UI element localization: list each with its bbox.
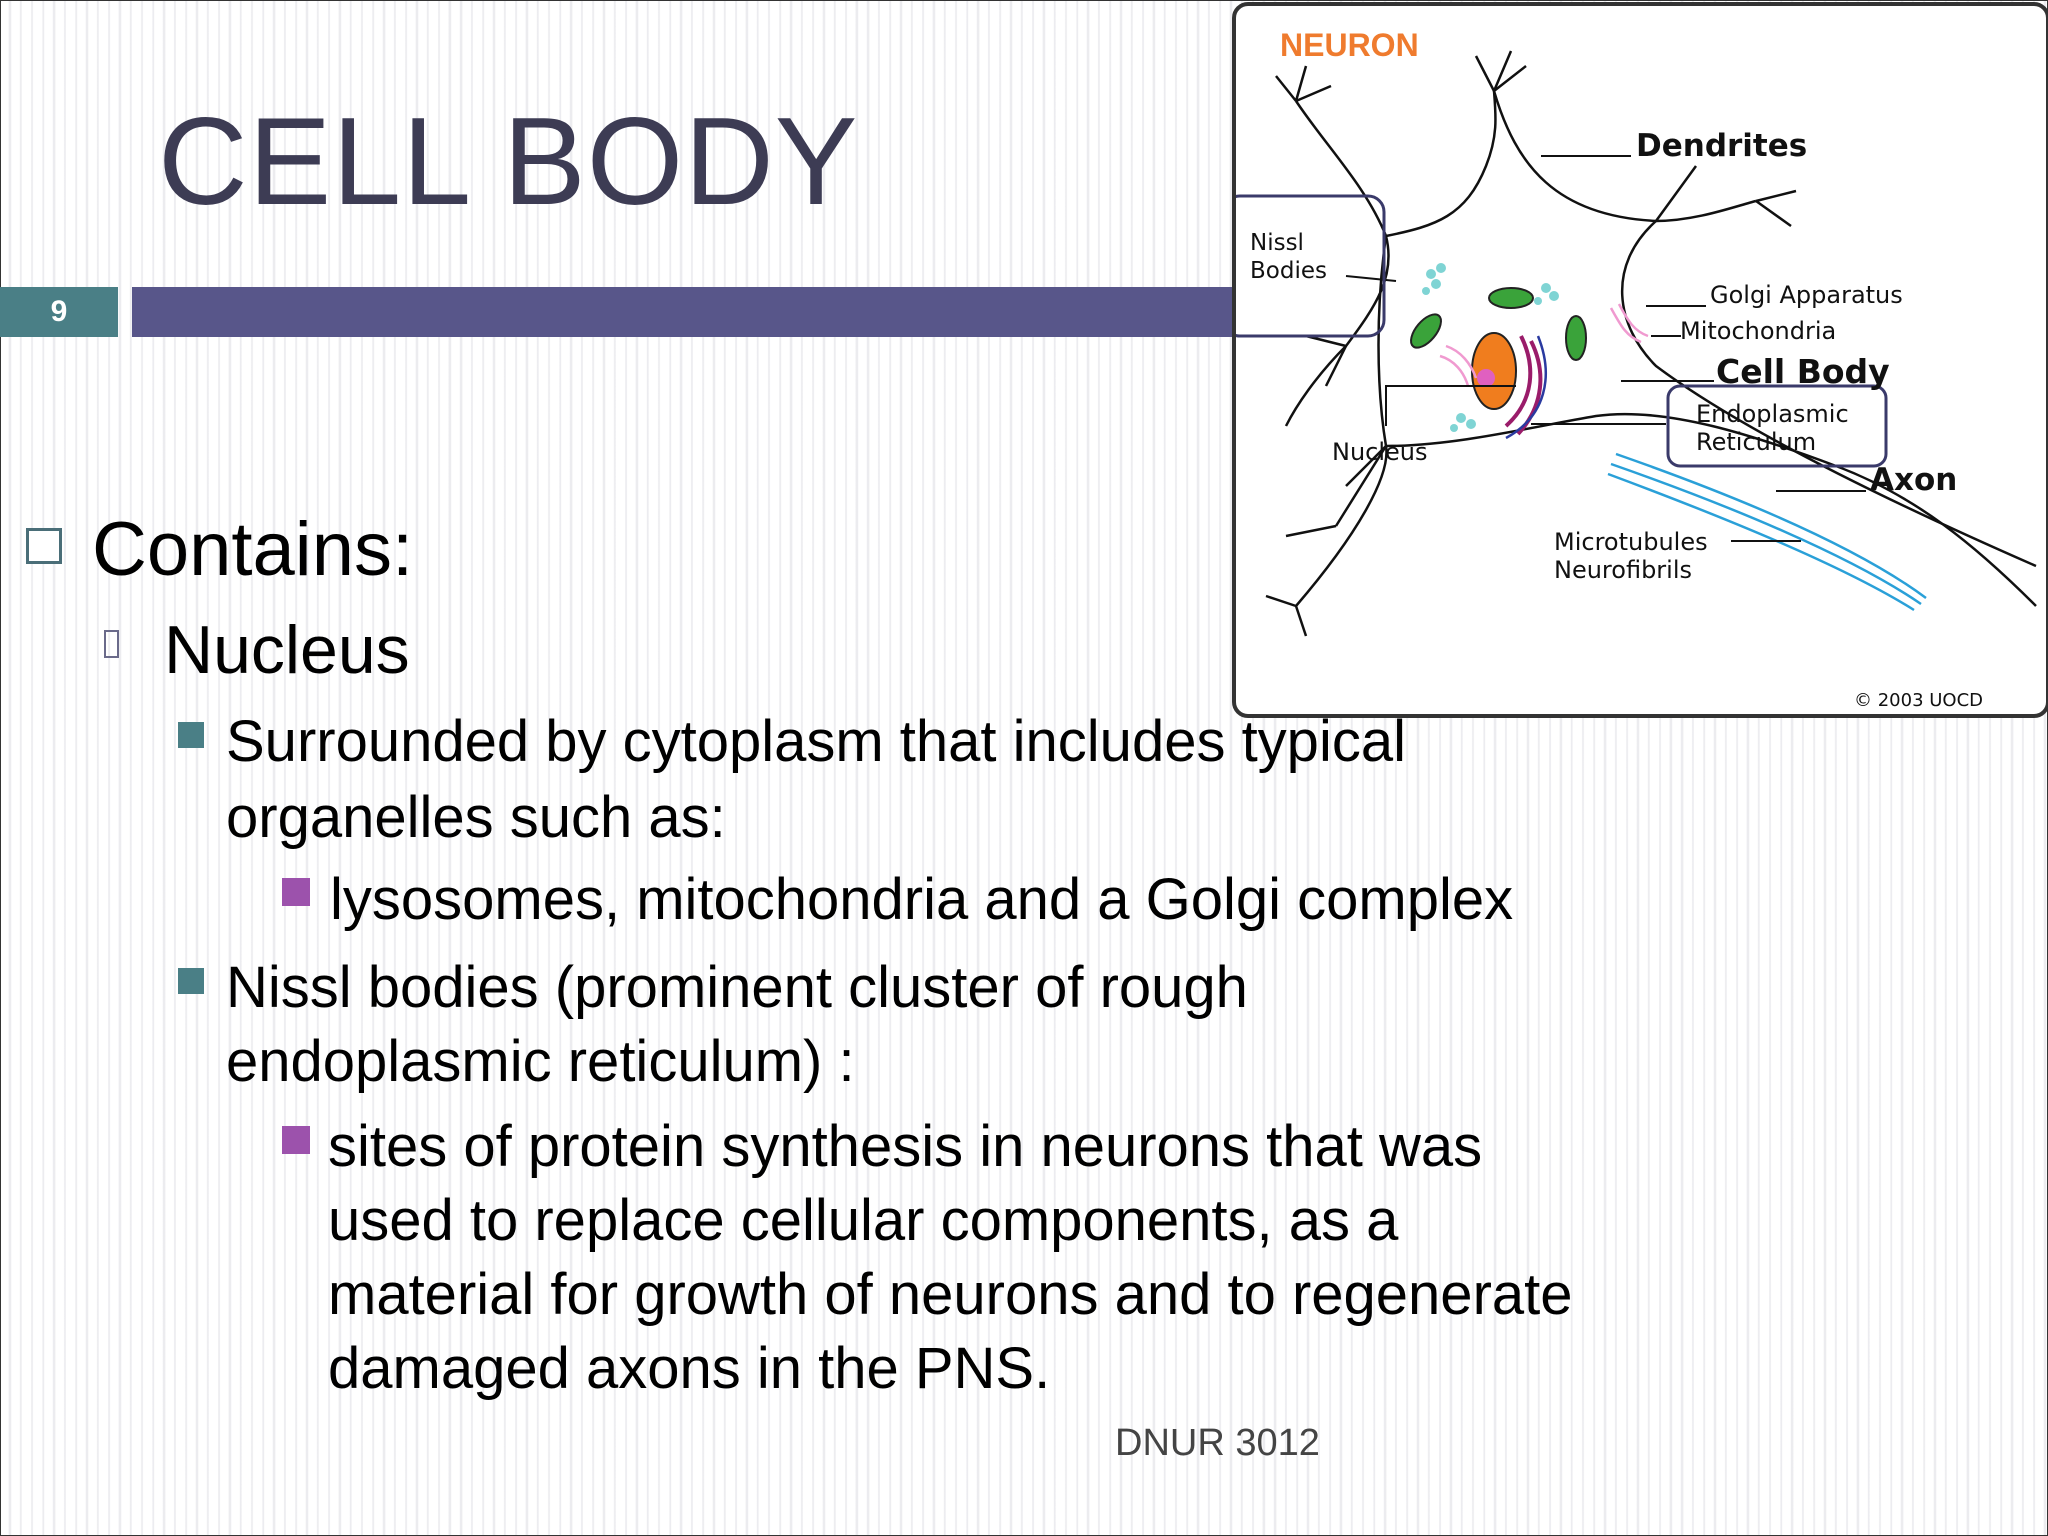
mitochondrion-shape xyxy=(1488,287,1534,309)
label-cell-body: Cell Body xyxy=(1716,352,1890,391)
square-bullet-icon xyxy=(282,878,310,906)
label-nucleus: Nucleus xyxy=(1332,438,1428,466)
label-axon: Axon xyxy=(1870,462,1957,498)
neuron-diagram-svg: NEURON xyxy=(1236,27,2037,711)
label-microtubules: Microtubules xyxy=(1554,528,1708,556)
mitochondrion-shape xyxy=(1410,313,1442,349)
item2-line1: Nissl bodies (prominent cluster of rough xyxy=(226,955,1248,1020)
slide-title: CELL BODY xyxy=(158,93,859,231)
er-highlight-box xyxy=(1666,384,1888,468)
label-mitochondria: Mitochondria xyxy=(1680,317,1836,345)
item2-sub-line1: sites of protein synthesis in neurons th… xyxy=(328,1114,1483,1179)
label-nissl-1: Nissl xyxy=(1250,230,1304,256)
outline-bullet-icon xyxy=(104,630,119,658)
label-er-2: Reticulum xyxy=(1696,428,1816,456)
item1-sub: lysosomes, mitochondria and a Golgi comp… xyxy=(330,867,1514,932)
neuron-diagram: NEURON xyxy=(1232,2,2048,718)
square-bullet-icon xyxy=(282,1126,310,1154)
square-bullet-icon xyxy=(178,968,204,994)
bullet-contains: Contains: xyxy=(92,507,414,592)
item1-line2: organelles such as: xyxy=(226,785,726,850)
er-membrane-shape xyxy=(1505,335,1547,440)
nissl-highlight-box xyxy=(1236,194,1386,338)
square-bullet-icon xyxy=(178,722,204,748)
item2-line2: endoplasmic reticulum) : xyxy=(226,1029,855,1094)
label-golgi: Golgi Apparatus xyxy=(1710,281,1903,309)
figure-labels: Dendrites Nissl Bodies Golgi Apparatus M… xyxy=(1250,128,1983,711)
item2-sub-line2: used to replace cellular components, as … xyxy=(328,1188,1399,1253)
neuron-outline xyxy=(1265,50,2037,637)
nissl-bodies-shape xyxy=(1422,263,1559,432)
golgi-shape xyxy=(1439,303,1649,387)
nucleus-shape xyxy=(1471,332,1517,410)
item1-line1: Surrounded by cytoplasm that includes ty… xyxy=(226,709,1406,774)
label-dendrites: Dendrites xyxy=(1636,128,1807,164)
slide-footer: DNUR 3012 xyxy=(1115,1422,1320,1464)
figure-heading: NEURON xyxy=(1280,27,1419,63)
leader-lines xyxy=(1345,155,1866,542)
label-nissl-2: Bodies xyxy=(1250,258,1327,284)
label-copyright: © 2003 UOCD xyxy=(1854,690,1983,711)
item2-sub-line3: material for growth of neurons and to re… xyxy=(328,1262,1573,1327)
slide-number: 9 xyxy=(0,287,118,337)
bullet-nucleus: Nucleus xyxy=(164,612,410,688)
nucleolus-shape xyxy=(1477,369,1495,387)
title-underline-bar xyxy=(132,287,1252,337)
item2-sub-line4: damaged axons in the PNS. xyxy=(328,1336,1051,1401)
label-er-1: Endoplasmic xyxy=(1696,400,1849,428)
checkbox-bullet-icon xyxy=(26,528,62,564)
mitochondrion-shape xyxy=(1565,315,1587,361)
label-neurofibrils: Neurofibrils xyxy=(1554,556,1692,584)
